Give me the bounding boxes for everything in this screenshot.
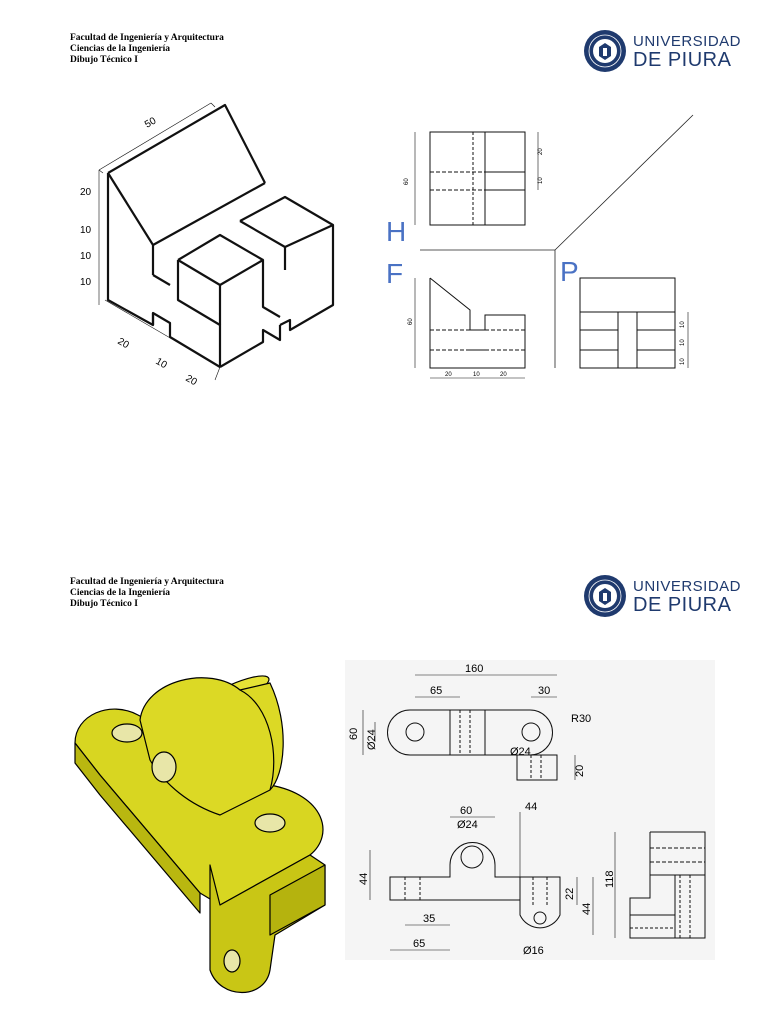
header-course: Dibujo Técnico I	[70, 55, 138, 65]
dim-65: 65	[430, 685, 442, 697]
tab-hole	[223, 949, 241, 973]
top-dim-20: 20	[538, 148, 544, 155]
front-view-f	[414, 277, 526, 379]
side-dim-10-b: 10	[680, 339, 686, 346]
logo-word-universidad: UNIVERSIDAD	[633, 578, 742, 595]
base-hole-left	[111, 723, 143, 743]
bracket-side-view	[614, 831, 706, 939]
isometric-block-drawing: 50 20 10 10 10 20 10 20	[80, 102, 335, 388]
logo-word-universidad: UNIVERSIDAD	[633, 33, 742, 50]
header-department: Ciencias de la Ingeniería	[70, 588, 171, 598]
dim-10-b: 10	[80, 251, 92, 262]
dim-20-height: 20	[80, 187, 92, 198]
dim-20-top: 20	[574, 765, 586, 777]
bracket-3d-render	[74, 675, 326, 993]
projection-frame-lines	[420, 114, 694, 368]
header-faculty: Facultad de Ingeniería y Arquitectura	[70, 33, 224, 43]
dim-60-front: 60	[460, 805, 472, 817]
logo-word-de-piura: DE PIURA	[633, 49, 732, 71]
view-label-p: P	[560, 256, 579, 287]
university-seal-icon	[584, 30, 626, 72]
dim-dia16-front: Ø16	[523, 945, 544, 957]
page2-header: Facultad de Ingeniería y Arquitectura Ci…	[70, 577, 224, 610]
dim-118-side: 118	[604, 870, 616, 888]
boss-hole	[151, 751, 177, 783]
dim-22-front: 22	[564, 888, 576, 900]
bracket-top-view	[362, 674, 576, 781]
side-dim-10-a: 10	[680, 321, 686, 328]
dim-30: 30	[538, 685, 550, 697]
dim-44-right-front: 44	[581, 903, 593, 915]
view-label-f: F	[386, 258, 404, 289]
dim-44-left-front: 44	[358, 873, 370, 885]
top-dim-10: 10	[538, 177, 544, 184]
header-department: Ciencias de la Ingeniería	[70, 44, 171, 54]
dim-10-c: 10	[80, 277, 92, 288]
dim-65-front: 65	[413, 938, 425, 950]
header-faculty: Facultad de Ingeniería y Arquitectura	[70, 577, 224, 587]
dim-20-base-a: 20	[116, 336, 132, 351]
front-dim-10: 10	[473, 372, 480, 378]
top-dim-60: 60	[404, 178, 410, 185]
dim-20-base-b: 20	[184, 373, 200, 388]
base-hole-right	[254, 813, 286, 833]
dim-dia24-right: Ø24	[510, 746, 531, 758]
dim-50: 50	[143, 115, 159, 130]
dim-160: 160	[465, 663, 483, 675]
dim-35-front: 35	[423, 913, 435, 925]
dim-60-top: 60	[348, 728, 360, 740]
front-dim-60: 60	[408, 318, 414, 325]
bracket-orthographic-views: 160 65 30 R30 60 Ø24 Ø24 20 60 Ø24 44 44…	[345, 660, 715, 960]
front-dim-20-b: 20	[500, 372, 507, 378]
header-course: Dibujo Técnico I	[70, 599, 138, 609]
dim-dia24-left: Ø24	[366, 729, 378, 750]
university-seal-icon	[584, 575, 626, 617]
side-view-p	[579, 277, 689, 369]
page1-header: Facultad de Ingeniería y Arquitectura Ci…	[70, 33, 224, 66]
bracket-front-view	[369, 812, 594, 951]
university-logo: UNIVERSIDAD DE PIURA	[583, 572, 741, 622]
front-dim-20-a: 20	[445, 372, 452, 378]
dim-dia24-front: Ø24	[457, 819, 478, 831]
logo-word-de-piura: DE PIURA	[633, 594, 732, 616]
orthographic-views-drawing: 60 20 10 60 20 10 20 10 10 10	[404, 114, 694, 379]
top-view-h	[414, 131, 539, 226]
bracket-solid-faces	[74, 675, 326, 993]
view-label-h: H	[386, 216, 407, 247]
dim-44-top-front: 44	[525, 801, 537, 813]
iso-body-edges	[106, 103, 335, 368]
side-dim-10-c: 10	[680, 358, 686, 365]
dim-10-a: 10	[80, 225, 92, 236]
university-logo: UNIVERSIDAD DE PIURA	[583, 27, 741, 77]
dim-10-base: 10	[154, 356, 170, 371]
dim-r30: R30	[571, 713, 591, 725]
